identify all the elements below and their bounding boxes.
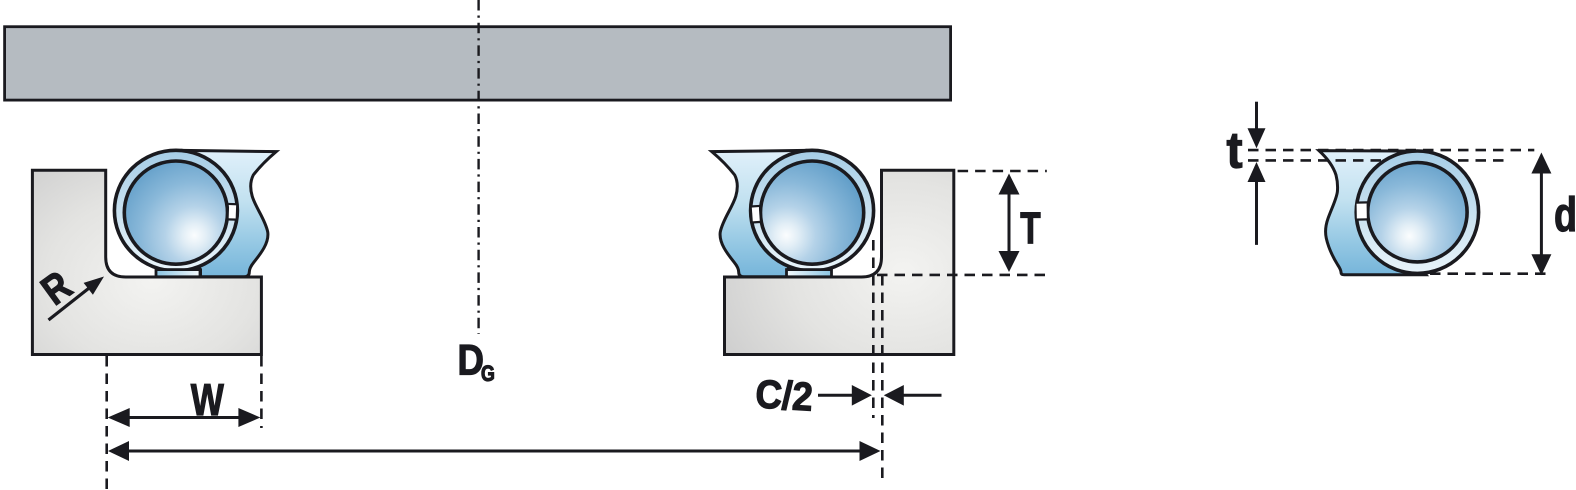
svg-text:d: d [1554, 189, 1576, 242]
svg-text:G: G [481, 362, 495, 386]
svg-text:W: W [191, 376, 224, 425]
svg-text:t: t [1227, 122, 1243, 178]
svg-text:C/2: C/2 [754, 372, 814, 420]
svg-text:T: T [1020, 203, 1040, 253]
svg-text:D: D [458, 337, 484, 384]
